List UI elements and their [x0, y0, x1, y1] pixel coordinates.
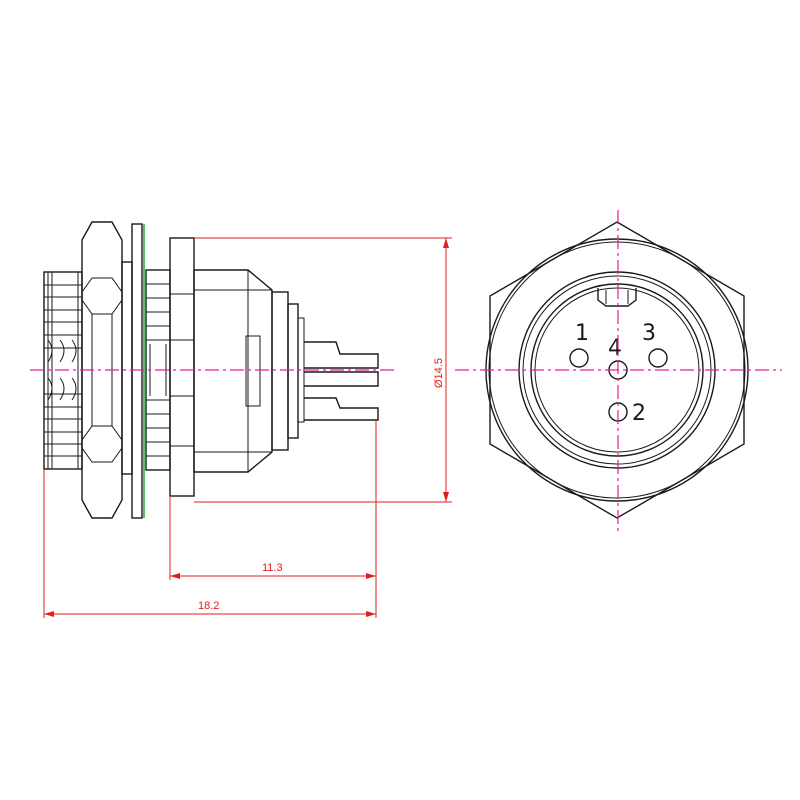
key-notch: [597, 288, 637, 307]
dimension-length-total: 18.2: [198, 600, 219, 612]
pin-label-2: 2: [632, 401, 646, 426]
dimension-diameter: Ø14.5: [433, 358, 445, 388]
solder-pins: [304, 341, 379, 421]
washer: [121, 261, 133, 475]
pin-label-1: 1: [575, 321, 589, 346]
housing: [193, 269, 273, 473]
rear-collar: [271, 291, 305, 451]
dimensions: Ø14.5 11.3 18.2: [43, 237, 452, 618]
side-view: [43, 221, 379, 519]
flange: [169, 237, 195, 497]
panel: [131, 223, 143, 519]
pin-socket-3: [648, 348, 668, 368]
hex-nut-front: [489, 221, 745, 519]
center-lines: [30, 210, 782, 534]
pin-label-3: 3: [642, 321, 656, 346]
pin-label-4: 4: [608, 336, 622, 361]
pin-socket-1: [569, 348, 589, 368]
dimension-length-inner: 11.3: [262, 562, 283, 574]
